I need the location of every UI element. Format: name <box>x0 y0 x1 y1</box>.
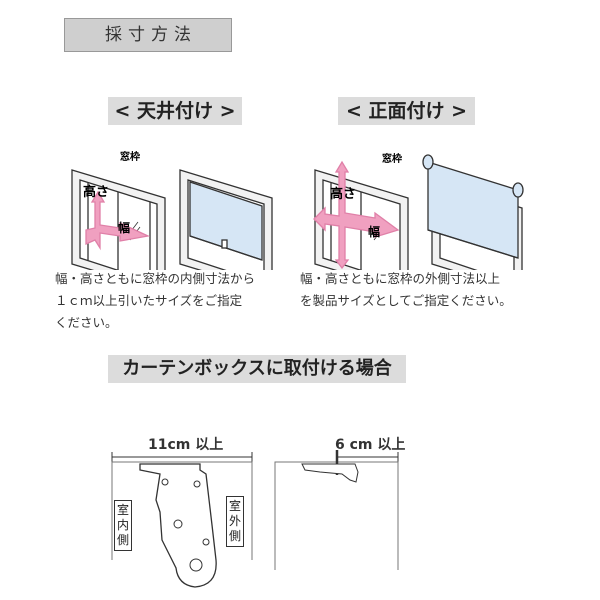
front-mount-title: < 正面付け > <box>338 97 475 125</box>
front-window-measure <box>313 160 409 270</box>
outdoor-side-label: 室外側 <box>226 496 244 547</box>
ceiling-window-blind <box>179 169 273 270</box>
front-box-diagram <box>274 450 399 570</box>
front-frame-label: 窓枠 <box>382 152 402 165</box>
ceiling-min-depth: 11cm 以上 <box>148 437 224 453</box>
front-min-depth: 6 cm 以上 <box>335 437 406 453</box>
curtain-box-diagrams <box>111 450 399 588</box>
front-mount-description: 幅・高さともに窓枠の外側寸法以上 を製品サイズとしてご指定ください。 <box>300 271 512 308</box>
ceiling-mount-title: < 天井付け > <box>108 97 242 125</box>
indoor-side-label: 室内側 <box>114 500 132 551</box>
header-title: 採寸方法 <box>64 18 232 52</box>
front-window-blind <box>422 154 524 270</box>
window-illustrations: 窓枠 高さ 幅 窓枠 高さ 幅 <box>71 150 524 270</box>
front-height-label: 高さ <box>330 186 356 202</box>
ceiling-box-diagram <box>111 452 253 588</box>
ceiling-width-label: 幅 <box>118 220 130 235</box>
ceiling-window-measure <box>71 169 166 270</box>
curtain-box-title: カーテンボックスに取付ける場合 <box>108 355 406 383</box>
ceiling-height-label: 高さ <box>83 184 109 200</box>
ceiling-frame-label: 窓枠 <box>120 150 140 163</box>
front-width-label: 幅 <box>368 224 380 239</box>
ceiling-mount-description: 幅・高さともに窓枠の内側寸法から １ｃｍ以上引いたサイズをご指定 ください。 <box>55 271 256 330</box>
